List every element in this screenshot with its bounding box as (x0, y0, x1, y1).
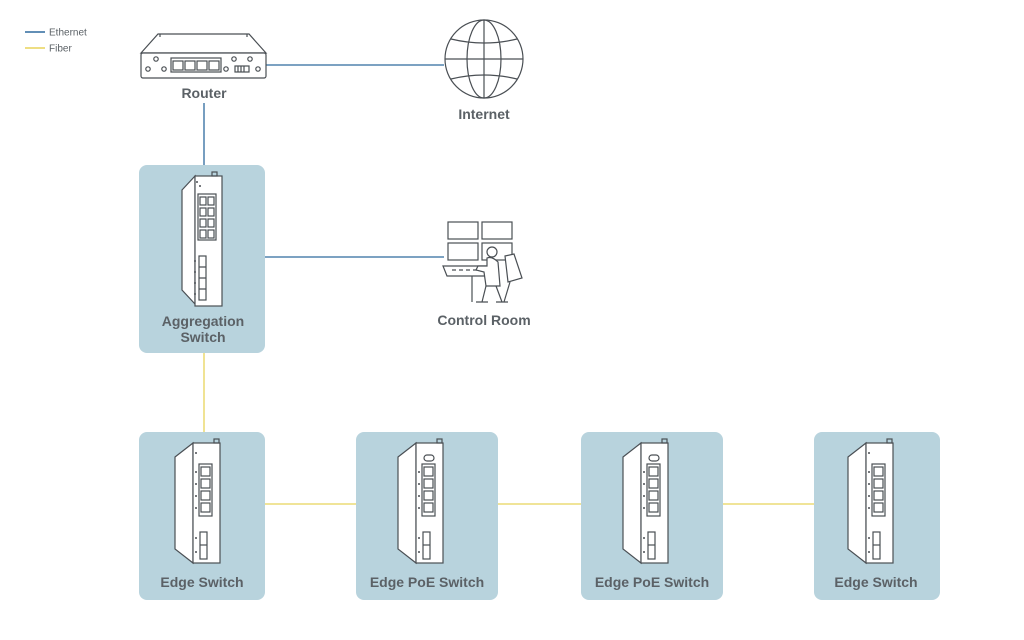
edge-switch-2-label: Edge Switch (834, 574, 917, 590)
edge-poe-switch-1-icon (397, 438, 444, 565)
aggregation-label-line2: Switch (180, 329, 225, 345)
operator-workstation-icon (442, 221, 523, 303)
aggregation-label-line1: Aggregation (162, 313, 244, 329)
edge-poe-switch-1-label: Edge PoE Switch (370, 574, 484, 590)
links (203, 64, 814, 505)
legend-ethernet-label: Ethernet (49, 28, 87, 39)
internet-label: Internet (458, 106, 510, 122)
control-room-label: Control Room (437, 312, 530, 328)
router-icon (139, 33, 268, 79)
aggregation-switch-icon (181, 171, 223, 307)
edge-switch-2-icon (847, 438, 894, 565)
router-label: Router (181, 85, 227, 101)
edge-switch-1-icon (174, 438, 221, 565)
edge-poe-switch-2-label: Edge PoE Switch (595, 574, 709, 590)
globe-icon (444, 19, 524, 99)
edge-poe-switch-2-icon (622, 438, 669, 565)
edge-switch-1-label: Edge Switch (160, 574, 243, 590)
legend: Ethernet Fiber (25, 28, 87, 55)
legend-fiber-label: Fiber (49, 44, 72, 55)
